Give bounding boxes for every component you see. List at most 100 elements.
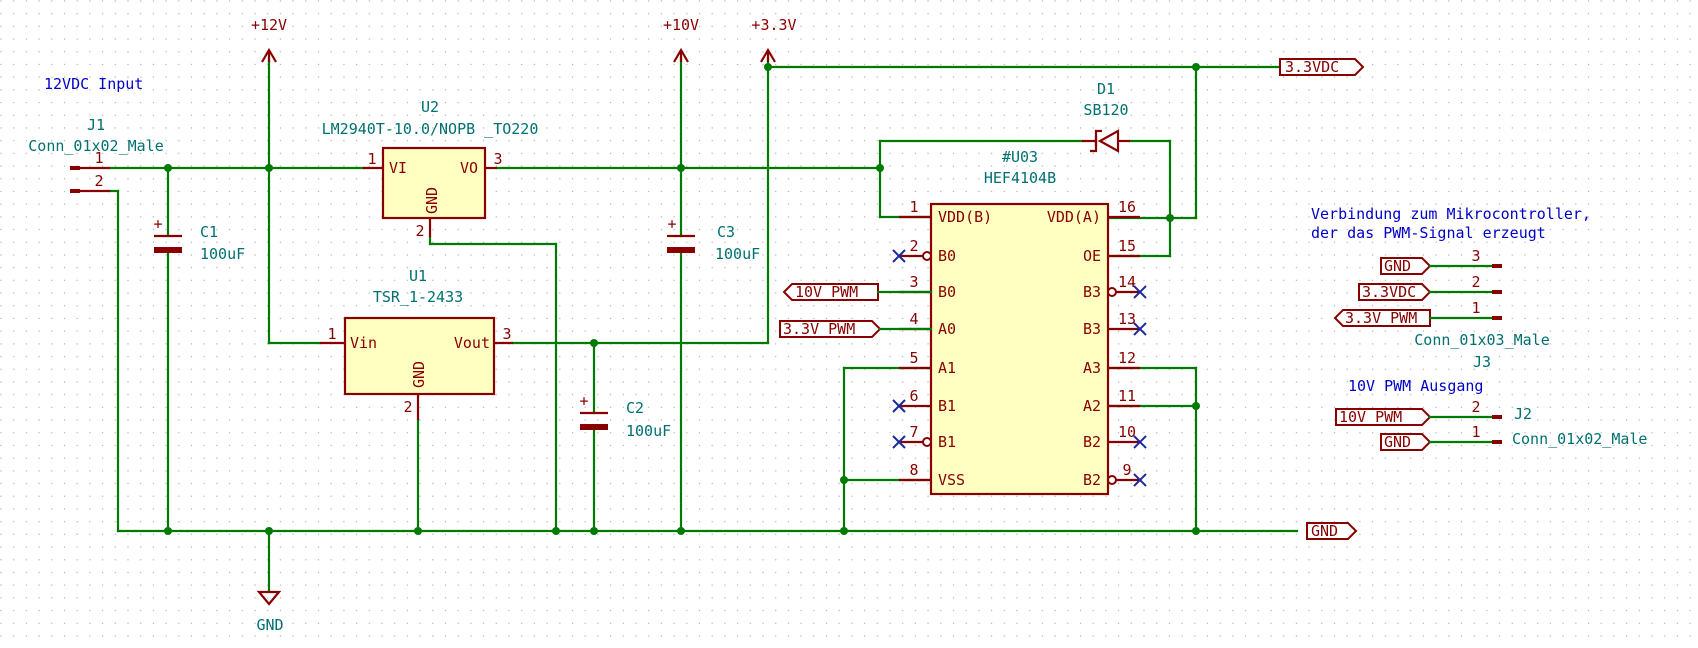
j3-value: Conn_01x03_Male bbox=[1414, 331, 1549, 349]
j3-33vdc-label: 3.3VDC bbox=[1362, 283, 1416, 301]
u03-pin-number: 13 bbox=[1118, 310, 1136, 328]
power-3v3-label: +3.3V bbox=[751, 16, 796, 34]
power-12v-label: +12V bbox=[251, 16, 287, 34]
u03-pin-name: A2 bbox=[1083, 397, 1101, 415]
u03-pin-name: B0 bbox=[938, 247, 956, 265]
u03-pin-number: 2 bbox=[909, 237, 918, 255]
connector-j3[interactable]: GND 3.3VDC 3.3V_PWM 3 2 1 Conn_01x03_Mal… bbox=[1333, 247, 1550, 371]
connector-j1[interactable]: J1 Conn_01x02_Male 1 2 bbox=[28, 116, 164, 193]
u2-pin3: 3 bbox=[493, 150, 502, 168]
c1-plus: + bbox=[153, 215, 162, 233]
ic-u03[interactable]: #U03 HEF4104B 1VDD(B)2B03B04A05A16B17B18… bbox=[899, 148, 1140, 496]
u03-pin-number: 10 bbox=[1118, 423, 1136, 441]
no-connect-mark bbox=[892, 249, 906, 263]
u03-inversion-bubble bbox=[922, 437, 932, 447]
u03-inversion-bubble bbox=[1107, 287, 1117, 297]
regulator-u1[interactable]: U1 TSR_1-2433 Vin Vout GND 1 3 2 bbox=[320, 267, 513, 420]
u1-ref: U1 bbox=[409, 267, 427, 285]
u03-pin-name: B3 bbox=[1083, 283, 1101, 301]
u2-gnd-label: GND bbox=[423, 187, 441, 214]
j3-pin3: 3 bbox=[1471, 247, 1480, 265]
power-10v[interactable]: +10V bbox=[663, 16, 699, 63]
u03-pin-number: 14 bbox=[1118, 273, 1136, 291]
c2-value: 100uF bbox=[626, 422, 671, 440]
no-connect-mark bbox=[892, 435, 906, 449]
j2-pin2: 2 bbox=[1471, 398, 1480, 416]
power-10v-label: +10V bbox=[663, 16, 699, 34]
u1-pin1: 1 bbox=[327, 325, 336, 343]
u03-pin-name: B1 bbox=[938, 433, 956, 451]
u2-pin2: 2 bbox=[415, 222, 424, 240]
u1-value: TSR_1-2433 bbox=[373, 288, 463, 306]
note-mcu-line2: der das PWM-Signal erzeugt bbox=[1311, 224, 1546, 242]
u03-pin-number: 5 bbox=[909, 349, 918, 367]
u03-pin-name: B1 bbox=[938, 397, 956, 415]
regulator-u2[interactable]: U2 LM2940T-10.0/NOPB _TO220 VI VO GND 1 … bbox=[322, 98, 539, 240]
j1-pin1-stub bbox=[70, 166, 80, 170]
u2-pin1: 1 bbox=[367, 150, 376, 168]
u03-pin-number: 15 bbox=[1118, 237, 1136, 255]
label-3v3dc-top[interactable]: 3.3VDC bbox=[1279, 58, 1365, 76]
power-12v[interactable]: +12V bbox=[251, 16, 287, 63]
label-gnd-right-text: GND bbox=[1311, 522, 1338, 540]
u03-pin-name: B0 bbox=[938, 283, 956, 301]
d1-value: SB120 bbox=[1083, 101, 1128, 119]
capacitor-c3[interactable]: + C3 100uF bbox=[667, 215, 760, 263]
u03-pin-number: 11 bbox=[1118, 387, 1136, 405]
u1-pin3: 3 bbox=[502, 325, 511, 343]
u03-pin-number: 8 bbox=[909, 461, 918, 479]
note-pwm-output: 10V PWM Ausgang bbox=[1348, 377, 1483, 395]
j1-value: Conn_01x02_Male bbox=[28, 137, 163, 155]
c2-ref: C2 bbox=[626, 399, 644, 417]
d1-ref: D1 bbox=[1097, 80, 1115, 98]
j1-pin2-stub bbox=[70, 189, 80, 193]
u03-pin-name: B2 bbox=[1083, 433, 1101, 451]
j3-ref: J3 bbox=[1473, 353, 1491, 371]
j3-pwm-label: 3.3V_PWM bbox=[1345, 309, 1417, 327]
j2-pin1: 1 bbox=[1471, 423, 1480, 441]
wires bbox=[108, 56, 1299, 592]
u03-pin-number: 7 bbox=[909, 423, 918, 441]
capacitor-c2[interactable]: + C2 100uF bbox=[579, 392, 671, 440]
c1-ref: C1 bbox=[200, 223, 218, 241]
j1-pin2-num: 2 bbox=[94, 172, 103, 190]
u2-ref: U2 bbox=[421, 98, 439, 116]
label-gnd-right[interactable]: GND bbox=[1306, 522, 1358, 540]
no-connect-mark bbox=[1133, 285, 1147, 299]
no-connect-mark bbox=[1133, 435, 1147, 449]
u03-pin-name: B3 bbox=[1083, 320, 1101, 338]
label-10v-pwm-left[interactable]: 10V_PWM bbox=[782, 283, 933, 301]
u03-pin-number: 1 bbox=[909, 198, 918, 216]
j3-pin1: 1 bbox=[1471, 299, 1480, 317]
u03-pin-name: A3 bbox=[1083, 359, 1101, 377]
power-3v3[interactable]: +3.3V bbox=[751, 16, 797, 63]
u03-ref: #U03 bbox=[1002, 148, 1038, 166]
u03-pin-name: OE bbox=[1083, 247, 1101, 265]
gnd-symbol[interactable]: GND bbox=[256, 590, 284, 634]
u2-vo-label: VO bbox=[460, 159, 478, 177]
capacitor-c1[interactable]: + C1 100uF bbox=[153, 215, 245, 263]
c3-ref: C3 bbox=[717, 223, 735, 241]
u03-pin-name: B2 bbox=[1083, 471, 1101, 489]
u03-value: HEF4104B bbox=[984, 169, 1056, 187]
diode-d1[interactable]: D1 SB120 bbox=[1082, 80, 1130, 153]
u03-pin-number: 3 bbox=[909, 273, 918, 291]
note-12vdc-input: 12VDC Input bbox=[44, 75, 143, 93]
u03-pin-number: 16 bbox=[1118, 198, 1136, 216]
connector-j2[interactable]: 10V_PWM GND 2 1 J2 Conn_01x02_Male bbox=[1335, 398, 1647, 451]
u03-pin-number: 4 bbox=[909, 310, 918, 328]
no-connect-mark bbox=[1133, 473, 1147, 487]
u03-pin-name: VDD(A) bbox=[1047, 208, 1101, 226]
u1-pin2: 2 bbox=[403, 398, 412, 416]
j1-pin1-num: 1 bbox=[94, 149, 103, 167]
j3-gnd-label: GND bbox=[1384, 257, 1411, 275]
u2-value: LM2940T-10.0/NOPB _TO220 bbox=[322, 120, 539, 138]
c1-value: 100uF bbox=[200, 245, 245, 263]
j3-pin2: 2 bbox=[1471, 273, 1480, 291]
label-3v3-pwm-left[interactable]: 3.3V_PWM bbox=[779, 320, 933, 338]
u03-pin-name: A0 bbox=[938, 320, 956, 338]
junctions bbox=[164, 63, 1200, 535]
note-mcu-line1: Verbindung zum Mikrocontroller, bbox=[1311, 205, 1591, 223]
j2-value: Conn_01x02_Male bbox=[1512, 430, 1647, 448]
